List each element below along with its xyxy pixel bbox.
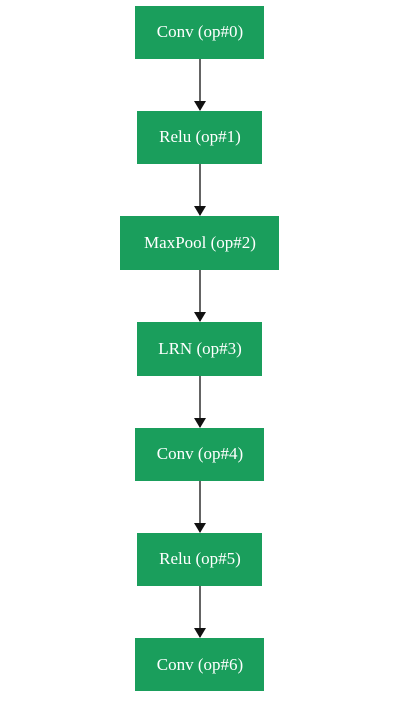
node-box — [135, 638, 264, 691]
nodes: Conv (op#0) Relu (op#1) MaxPool (op#2) L… — [120, 6, 279, 691]
node-label: Conv (op#4) — [157, 444, 243, 463]
node-box — [120, 216, 279, 270]
node-box — [137, 322, 262, 376]
node-op5: Relu (op#5) — [137, 533, 262, 586]
node-label: Relu (op#1) — [159, 127, 241, 146]
node-op3: LRN (op#3) — [137, 322, 262, 376]
node-box — [135, 428, 264, 481]
node-op4: Conv (op#4) — [135, 428, 264, 481]
node-box — [137, 111, 262, 164]
node-op6: Conv (op#6) — [135, 638, 264, 691]
node-box — [135, 6, 264, 59]
node-label: LRN (op#3) — [158, 339, 242, 358]
node-op2: MaxPool (op#2) — [120, 216, 279, 270]
node-label: Relu (op#5) — [159, 549, 241, 568]
node-label: Conv (op#0) — [157, 22, 243, 41]
node-label: MaxPool (op#2) — [144, 233, 256, 252]
node-label: Conv (op#6) — [157, 655, 243, 674]
node-op0: Conv (op#0) — [135, 6, 264, 59]
node-box — [137, 533, 262, 586]
node-op1: Relu (op#1) — [137, 111, 262, 164]
